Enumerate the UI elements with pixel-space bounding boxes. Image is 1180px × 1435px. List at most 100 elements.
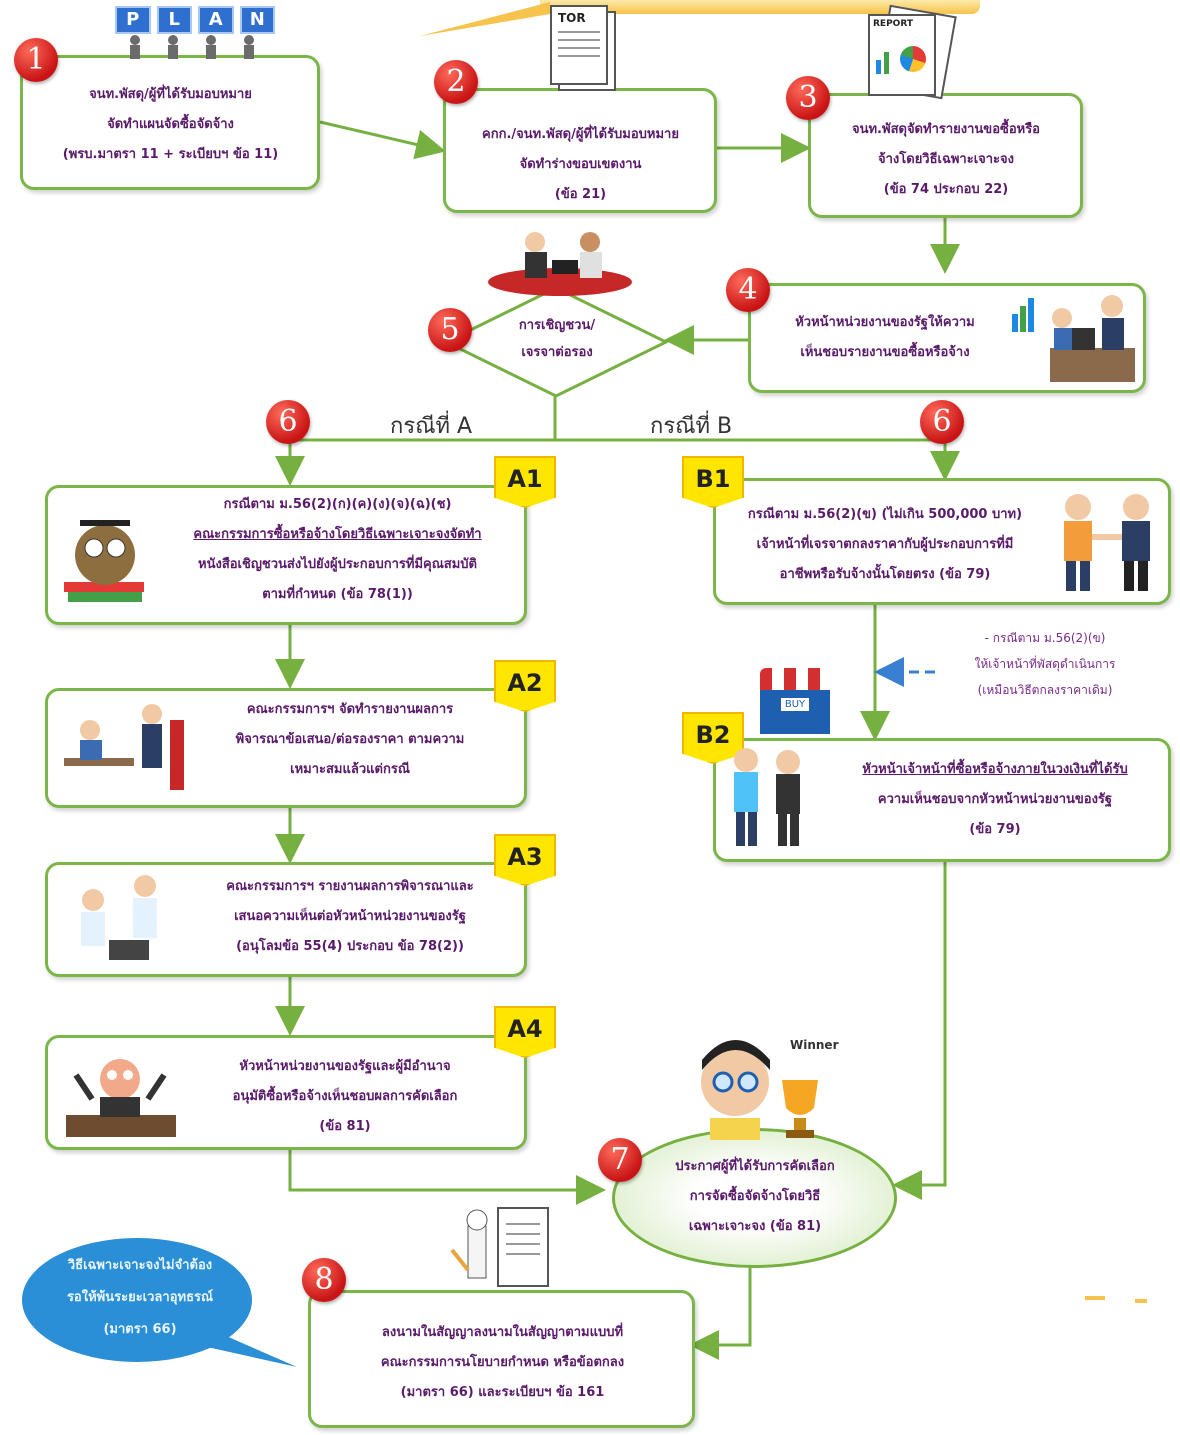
a1-line: คณะกรรมการซื้อหรือจ้างโดยวิธีเฉพาะเจาะจง… [193,527,482,542]
handshake-icon [1064,494,1150,591]
a4-text: หัวหน้าหน่วยงานของรัฐและผู้มีอำนาจ อนุมั… [195,1052,495,1142]
step4-text: หัวหน้าหน่วยงานของรัฐให้ความ เห็นชอบรายง… [760,308,1010,368]
a2-line: เหมาะสมแล้วแต่กรณี [290,762,410,777]
b1-line: อาชีพหรือรับจ้างนั้นโดยตรง (ข้อ 79) [779,567,991,582]
office-workers-icon [64,704,184,790]
a3-line: (อนุโลมข้อ 55(4) ประกอบ ข้อ 78(2)) [236,939,464,954]
b-note-line: (เหมือนวิธีตกลงราคาเดิม) [977,683,1113,697]
step2-line: คกก./จนท.พัสดุ/ผู้ที่ได้รับมอบหมาย [482,127,679,142]
step4-number: 4 [726,268,770,312]
shoppers-icon [734,748,800,846]
a2-line: คณะกรรมการฯ จัดทำรายงานผลการ [246,702,454,717]
tor-document-icon: TOR [548,5,616,91]
a2-line: พิจารณาข้อเสนอ/ต่อรองราคา ตามความ [235,732,465,747]
step3-number: 3 [786,76,830,120]
b1-line: กรณีตาม ม.56(2)(ข) (ไม่เกิน 500,000 บาท) [747,507,1023,522]
report-document-icon: REPORT [862,4,962,100]
b1-tag: B1 [682,456,744,508]
bubble-line: (มาตรา 66) [103,1322,177,1337]
case-a-label: กรณีที่ A [390,414,473,439]
executive-icon [66,1059,176,1137]
step2-line: จัดทำร่างขอบเขตงาน [519,157,642,172]
a1-line: กรณีตาม ม.56(2)(ก)(ค)(ง)(จ)(ฉ)(ช) [223,497,452,512]
step2-text: คกก./จนท.พัสดุ/ผู้ที่ได้รับมอบหมาย จัดทำ… [448,120,713,210]
a3-tag: A3 [494,834,556,886]
decorative-dash [1135,1299,1147,1303]
a1-line: ตามที่กำหนด (ข้อ 78(1)) [262,587,413,602]
step4-line: หัวหน้าหน่วยงานของรัฐให้ความ [795,315,975,330]
step2-number: 2 [434,60,478,104]
plan-icon: P L A N [115,6,275,62]
step7-line: การจัดซื้อจัดจ้างโดยวิธี [689,1189,821,1204]
step2-line: (ข้อ 21) [554,187,607,202]
plan-letter: N [239,6,275,34]
a3-text: คณะกรรมการฯ รายงานผลการพิจารณาและ เสนอคว… [175,872,525,962]
a3-line: คณะกรรมการฯ รายงานผลการพิจารณาและ [226,879,474,894]
shop-icon: BUY [760,668,830,743]
a2-box [45,688,527,808]
b2-tag: B2 [682,712,744,764]
a4-line: (ข้อ 81) [319,1119,371,1134]
bubble-line: รอให้พ้นระยะเวลาอุทธรณ์ [66,1290,214,1305]
tor-label: TOR [558,11,586,25]
step7-line: เฉพาะเจาะจง (ข้อ 81) [688,1219,822,1234]
a1-line: หนังสือเชิญชวนส่งไปยังผู้ประกอบการที่มีค… [198,557,477,572]
b2-line: (ข้อ 79) [969,822,1021,837]
report-label: REPORT [873,19,913,29]
step7-number: 7 [598,1138,642,1182]
step5-number: 5 [428,308,472,352]
step8-line: ลงนามในสัญญาลงนามในสัญญาตามแบบที่ [381,1325,624,1340]
plan-letter: A [198,6,234,34]
step8-text: ลงนามในสัญญาลงนามในสัญญาตามแบบที่ คณะกรร… [315,1318,690,1408]
a4-line: หัวหน้าหน่วยงานของรัฐและผู้มีอำนาจ [239,1059,451,1074]
a1-text: กรณีตาม ม.56(2)(ก)(ค)(ง)(จ)(ฉ)(ช) คณะกรร… [150,490,525,610]
a2-text: คณะกรรมการฯ จัดทำรายงานผลการ พิจารณาข้อเ… [190,695,510,785]
plan-letter: P [115,6,151,34]
step1-text: จนท.พัสดุ/ผู้ที่ได้รับมอบหมาย จัดทำแผนจั… [28,80,313,170]
step1-line: (พรบ.มาตรา 11 + ระเบียบฯ ข้อ 11) [62,147,279,162]
two-staff-icon [81,875,157,960]
banner-pointer-icon [420,2,550,36]
step8-number: 8 [302,1258,346,1302]
step5-text: การเชิญชวน/ เจรจาต่อรอง [482,312,632,366]
step5-line: การเชิญชวน/ [518,318,596,333]
b2-line: ความเห็นชอบจากหัวหน้าหน่วยงานของรัฐ [877,792,1113,807]
a3-line: เสนอความเห็นต่อหัวหน้าหน่วยงานของรัฐ [234,909,466,924]
step6-number-b: 6 [920,400,964,444]
decorative-dash [1085,1296,1105,1300]
step7-text: ประกาศผู้ที่ได้รับการคัดเลือก การจัดซื้อ… [640,1152,870,1242]
signing-contract-icon [450,1207,549,1287]
step3-line: (ข้อ 74 ประกอบ 22) [883,182,1009,197]
step5-line: เจรจาต่อรอง [521,345,593,360]
step5-diamond [442,286,670,398]
meeting-table-icon [488,232,632,296]
owl-books-icon [64,520,144,602]
step8-box [308,1290,695,1428]
bubble-line: วิธีเฉพาะเจาะจงไม่จำต้อง [67,1258,213,1273]
step6-number-a: 6 [266,400,310,444]
shop-label: BUY [780,698,810,711]
winner-label: Winner [790,1038,839,1052]
b1-box [713,478,1171,605]
step7-ellipse [612,1128,897,1268]
b-note-line: - กรณีตาม ม.56(2)(ข) [984,631,1106,645]
a4-tag: A4 [494,1006,556,1058]
a1-tag: A1 [494,456,556,508]
plan-letter: L [156,6,192,34]
step1-line: จัดทำแผนจัดซื้อจัดจ้าง [107,117,234,132]
b-note-line: ให้เจ้าหน้าที่พัสดุดำเนินการ [974,657,1116,671]
step3-text: จนท.พัสดุจัดทำรายงานขอซื้อหรือ จ้างโดยวิ… [815,115,1077,205]
b1-text: กรณีตาม ม.56(2)(ข) (ไม่เกิน 500,000 บาท)… [720,500,1050,590]
case-b-label: กรณีที่ B [650,414,733,439]
people-figures-icon [130,35,254,59]
step7-line: ประกาศผู้ที่ได้รับการคัดเลือก [675,1159,835,1174]
step1-line: จนท.พัสดุ/ผู้ที่ได้รับมอบหมาย [89,87,252,102]
b-note: - กรณีตาม ม.56(2)(ข) ให้เจ้าหน้าที่พัสดุ… [940,625,1150,703]
step4-line: เห็นชอบรายงานขอซื้อหรือจ้าง [800,345,970,360]
step8-line: (มาตรา 66) และระเบียบฯ ข้อ 161 [400,1385,605,1400]
step1-number: 1 [14,38,58,82]
bubble-text: วิธีเฉพาะเจาะจงไม่จำต้อง รอให้พ้นระยะเวล… [30,1250,250,1346]
winner-trophy-icon [701,1040,818,1140]
b2-line: หัวหน้าเจ้าหน้าที่ซื้อหรือจ้างภายในวงเงิ… [862,762,1128,777]
